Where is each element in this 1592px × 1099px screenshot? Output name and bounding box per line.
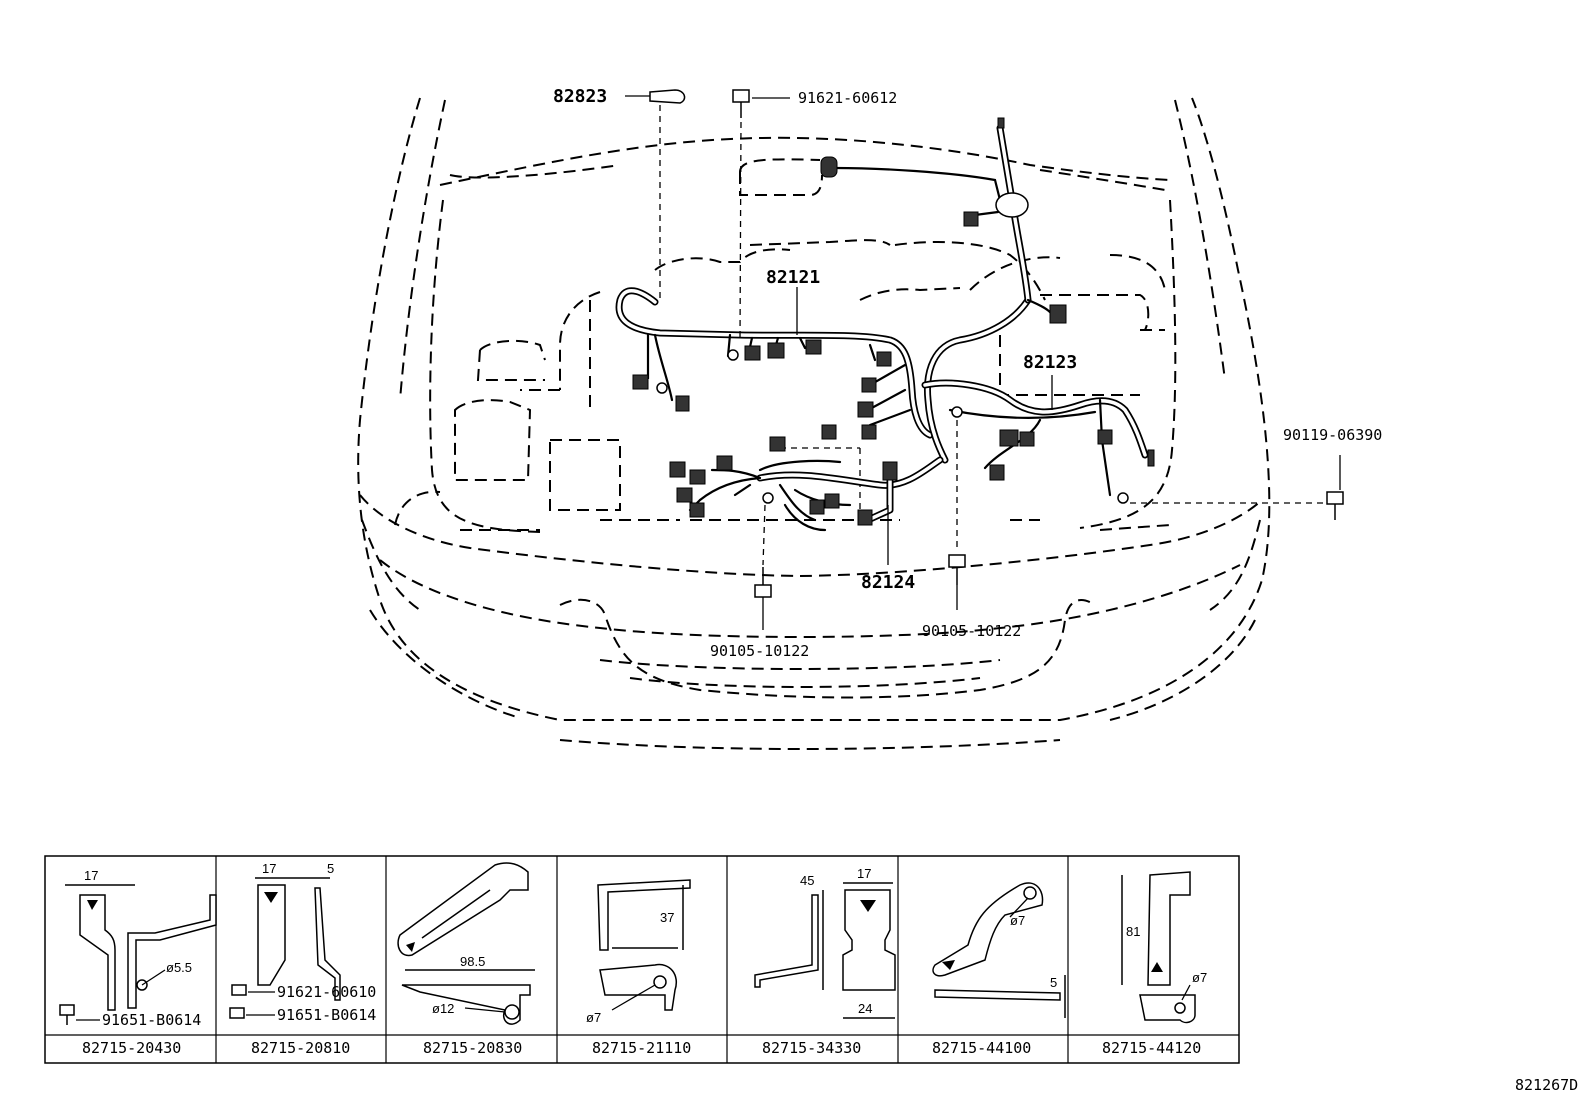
dim-17-c: 17 bbox=[857, 866, 871, 881]
part-82715-34330: 82715-34330 bbox=[762, 1039, 861, 1057]
label-90105-10122-right: 90105-10122 bbox=[922, 622, 1021, 640]
dim-5: 5 bbox=[327, 861, 334, 876]
harness-82123 bbox=[833, 124, 1149, 497]
dim-phi-12: ø12 bbox=[432, 1001, 454, 1016]
dim-37: 37 bbox=[660, 910, 674, 925]
dim-45: 45 bbox=[800, 873, 814, 888]
dim-17: 17 bbox=[84, 868, 98, 883]
bolt-91651-b0614-a: 91651-B0614 bbox=[102, 1011, 201, 1029]
harness-82121 bbox=[615, 287, 934, 439]
label-90105-10122-left: 90105-10122 bbox=[710, 642, 809, 660]
bracket-cell-21110: 37 ø7 82715-21110 bbox=[586, 879, 691, 1057]
connectors bbox=[632, 117, 1155, 526]
dim-phi-5-5: ø5.5 bbox=[166, 960, 192, 975]
label-82123: 82123 bbox=[1023, 352, 1077, 373]
part-82715-20430: 82715-20430 bbox=[82, 1039, 181, 1057]
bracket-cell-34330: 45 17 24 82715-34330 bbox=[754, 866, 896, 1057]
part-82715-21110: 82715-21110 bbox=[592, 1039, 691, 1057]
bolt-91621-60610: 91621-60610 bbox=[277, 983, 376, 1001]
harness-82124 bbox=[688, 456, 944, 532]
label-82124: 82124 bbox=[861, 572, 915, 593]
bracket-cell-44120: 81 ø7 82715-44120 bbox=[1102, 871, 1207, 1057]
bracket-cell-20830: 98.5 ø12 82715-20830 bbox=[397, 862, 535, 1057]
engine-components bbox=[454, 158, 1166, 521]
label-91621-60612: 91621-60612 bbox=[798, 89, 897, 107]
bolt-91651-b0614-b: 91651-B0614 bbox=[277, 1006, 376, 1024]
dim-phi-7-b: ø7 bbox=[1010, 913, 1025, 928]
dim-17-b: 17 bbox=[262, 861, 276, 876]
fasteners bbox=[625, 89, 1344, 630]
part-82715-20810: 82715-20810 bbox=[251, 1039, 350, 1057]
bracket-cell-44100: ø7 5 82715-44100 bbox=[932, 882, 1066, 1057]
part-82715-20830: 82715-20830 bbox=[423, 1039, 522, 1057]
label-82121: 82121 bbox=[766, 267, 820, 288]
dim-phi-7: ø7 bbox=[586, 1010, 601, 1025]
label-90119-06390: 90119-06390 bbox=[1283, 426, 1382, 444]
dim-98-5: 98.5 bbox=[460, 954, 485, 969]
dim-81: 81 bbox=[1126, 924, 1140, 939]
part-82715-44120: 82715-44120 bbox=[1102, 1039, 1201, 1057]
bracket-table bbox=[44, 855, 1240, 1064]
figure-reference: 821267D bbox=[1515, 1076, 1578, 1094]
bracket-cell-20810: 17 5 91621-60610 91651-B0614 82715-20810 bbox=[229, 861, 376, 1057]
car-body-outline bbox=[357, 97, 1271, 750]
dim-24: 24 bbox=[858, 1001, 872, 1016]
dim-5-b: 5 bbox=[1050, 975, 1057, 990]
dim-phi-7-c: ø7 bbox=[1192, 970, 1207, 985]
bracket-cell-20430: 17 ø5.5 91651-B0614 82715-20430 bbox=[59, 868, 217, 1057]
part-82715-44100: 82715-44100 bbox=[932, 1039, 1031, 1057]
label-82823: 82823 bbox=[553, 86, 607, 107]
